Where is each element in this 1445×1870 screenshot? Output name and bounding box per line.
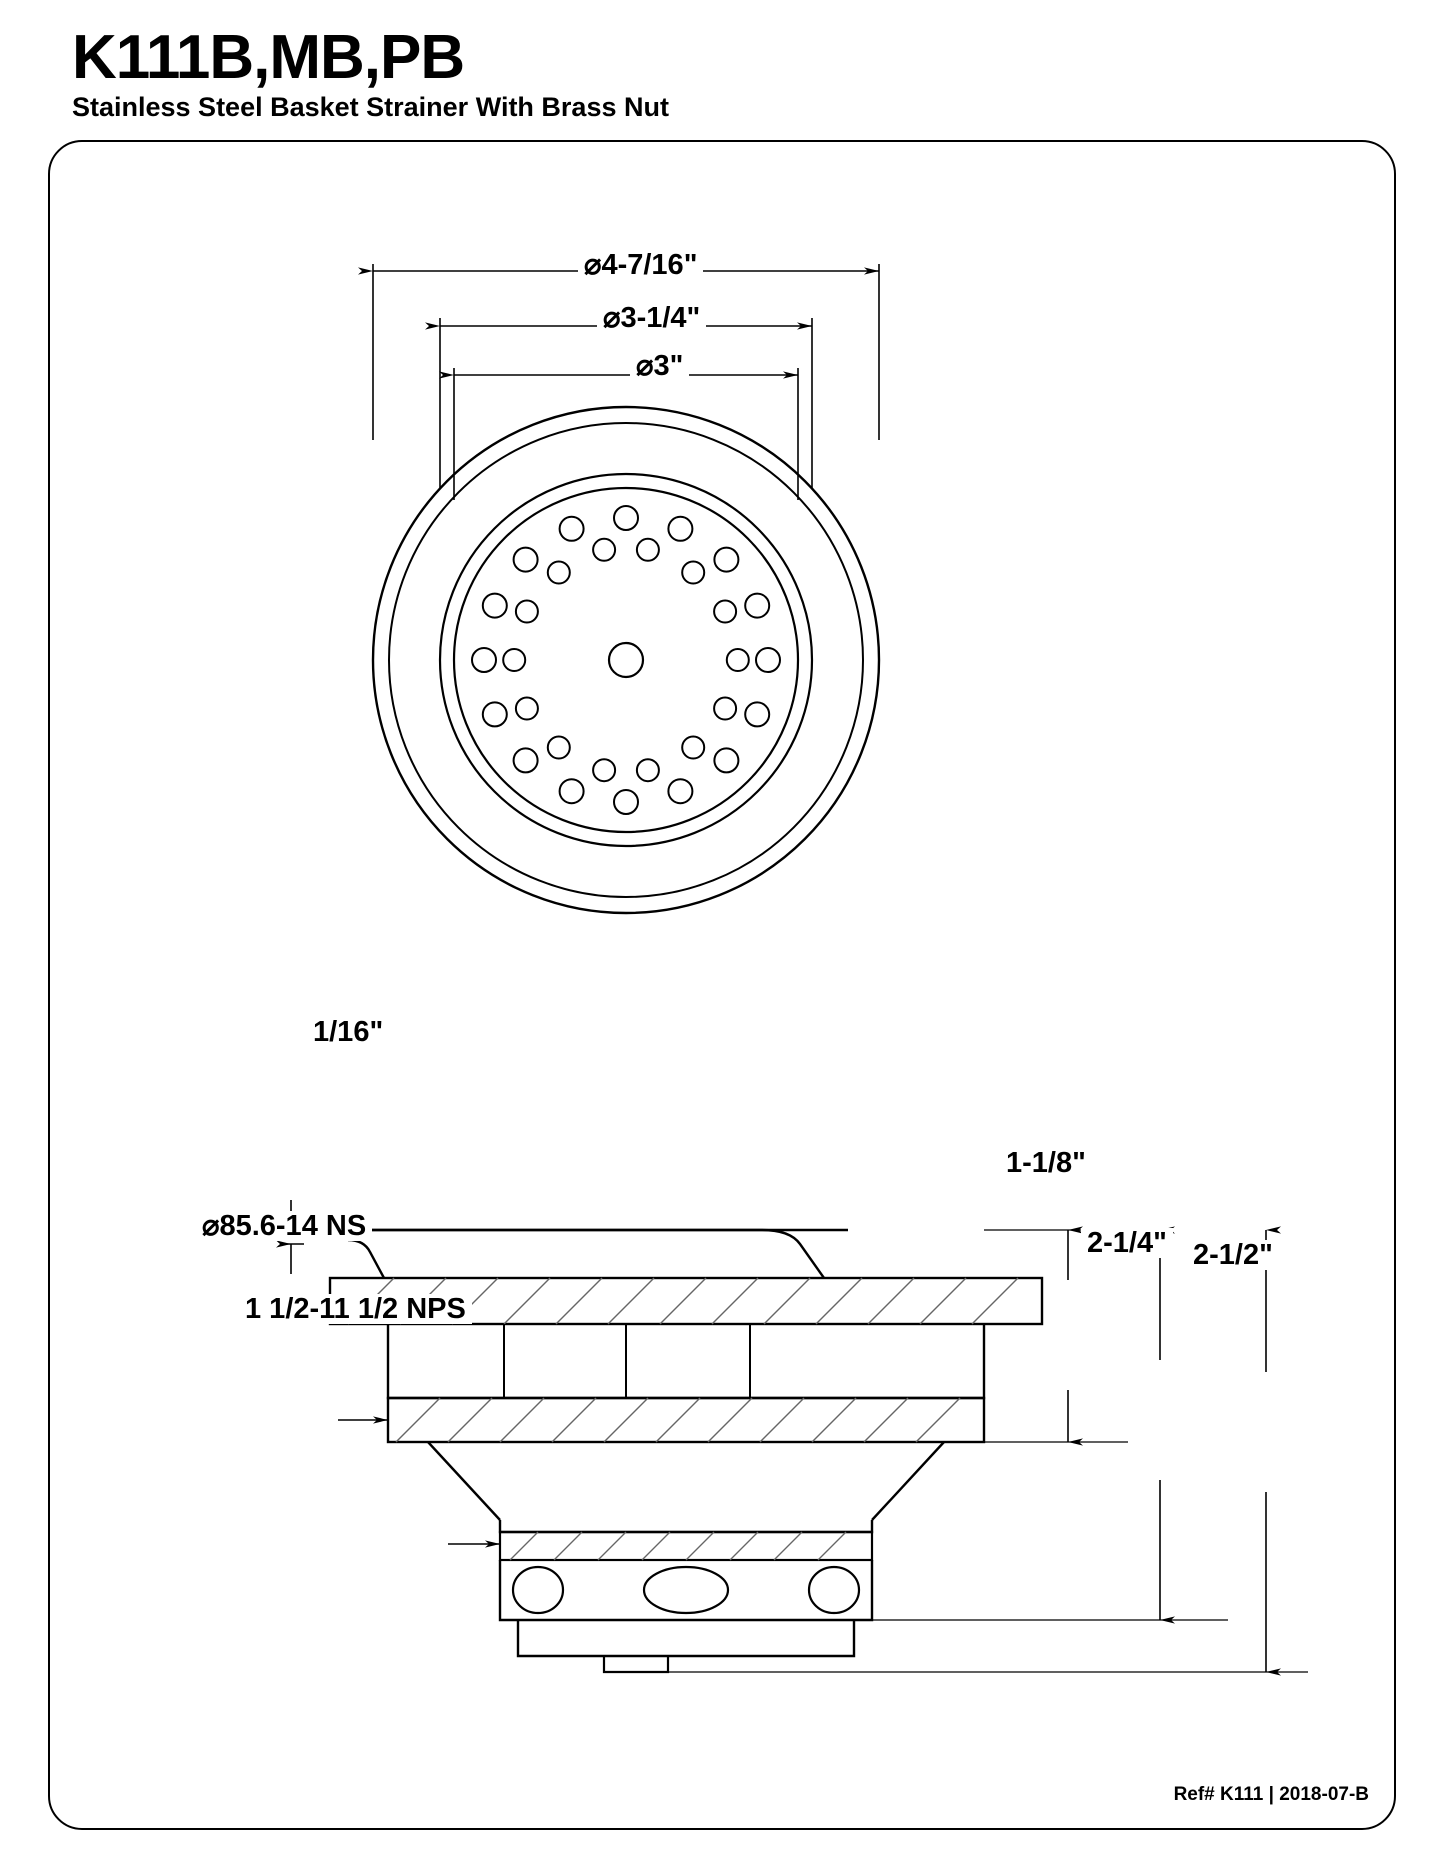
dimension-label-body-height: 1-1/8" <box>1000 1148 1092 1178</box>
document-header: K111B,MB,PB Stainless Steel Basket Strai… <box>72 23 1272 123</box>
dimension-label-flange-thickness: 1/16" <box>307 1017 390 1047</box>
sheet-border <box>48 140 1396 1830</box>
reference-note: Ref# K111 | 2018-07-B <box>1173 1784 1369 1805</box>
dimension-label-basket-rim-diameter: ⌀3-1/4" <box>597 303 707 333</box>
page-subtitle: Stainless Steel Basket Strainer With Bra… <box>72 92 669 122</box>
dimension-label-strainer-bore-diameter: ⌀3" <box>630 351 690 381</box>
dimension-label-overall-height-mid: 2-1/4" <box>1081 1228 1173 1258</box>
dimension-label-outer-flange-diameter: ⌀4-7/16" <box>578 250 704 280</box>
page-title: K111B,MB,PB <box>72 23 465 92</box>
dimension-label-overall-height: 2-1/2" <box>1187 1240 1279 1270</box>
dimension-label-locknut-thread-spec: ⌀85.6-14 NS <box>196 1211 373 1241</box>
dimension-label-tailpiece-thread-spec: 1 1/2-11 1/2 NPS <box>239 1294 472 1324</box>
